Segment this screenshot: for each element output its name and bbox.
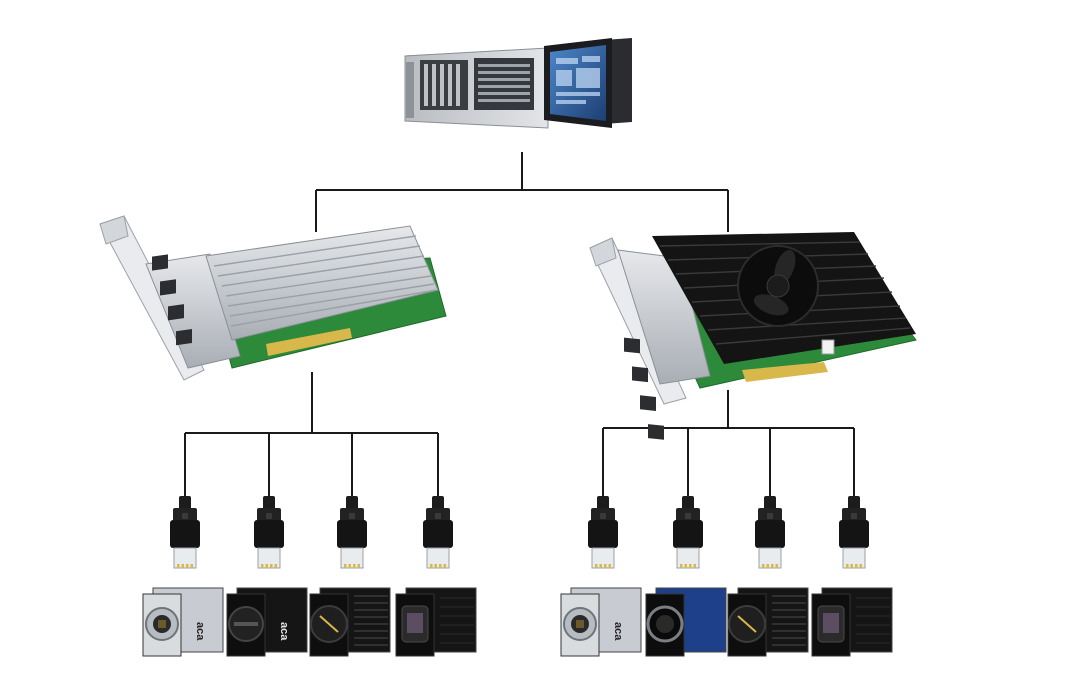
card-pcie-edge <box>742 362 828 382</box>
black-finned-camera <box>727 587 809 657</box>
rj45-connector <box>337 496 367 569</box>
rj45-connector <box>839 496 869 569</box>
industrial-cameras: aca aca aca <box>142 587 893 657</box>
silver-compact-camera: aca <box>142 587 224 657</box>
card-rj45-ports-right <box>624 337 664 440</box>
rj45-connector <box>588 496 618 569</box>
rj45-connector <box>170 496 200 569</box>
card-pcie-edge <box>266 328 352 356</box>
network-card-left <box>99 215 447 381</box>
card-rj45-ports-left <box>152 254 192 346</box>
black-cube-camera: aca <box>226 587 308 657</box>
camera-logo: aca <box>194 622 206 641</box>
industrial-pc <box>404 38 632 129</box>
pc-vent-grille <box>424 64 460 106</box>
black-finned-camera <box>309 587 391 657</box>
card-heatsink-left <box>205 225 439 341</box>
network-card-right <box>589 232 917 440</box>
blue-mount-camera <box>645 587 727 657</box>
card-bracket-tab <box>589 237 617 267</box>
rj45-connector <box>755 496 785 569</box>
rj45-connector <box>423 496 453 569</box>
black-sensor-camera <box>395 587 477 657</box>
pc-handle-left <box>406 62 414 118</box>
camera-cables <box>184 428 855 498</box>
card-bracket-tab <box>99 215 129 245</box>
camera-logo: aca <box>278 622 290 641</box>
rj45-connector <box>254 496 284 569</box>
cooling-fan-hub <box>766 274 790 298</box>
card-port-housing <box>617 249 711 385</box>
silver-compact-camera: aca <box>560 587 642 657</box>
fan-power-connector <box>821 339 835 355</box>
connection-lines <box>185 152 854 434</box>
monitor-screen-ui <box>556 56 600 104</box>
black-sensor-camera <box>811 587 893 657</box>
card-heatsink-fins-left <box>213 235 437 327</box>
rj45-connector <box>673 496 703 569</box>
rj45-connectors <box>170 496 869 569</box>
camera-logo: aca <box>612 622 624 641</box>
pc-front-grille <box>478 64 530 102</box>
